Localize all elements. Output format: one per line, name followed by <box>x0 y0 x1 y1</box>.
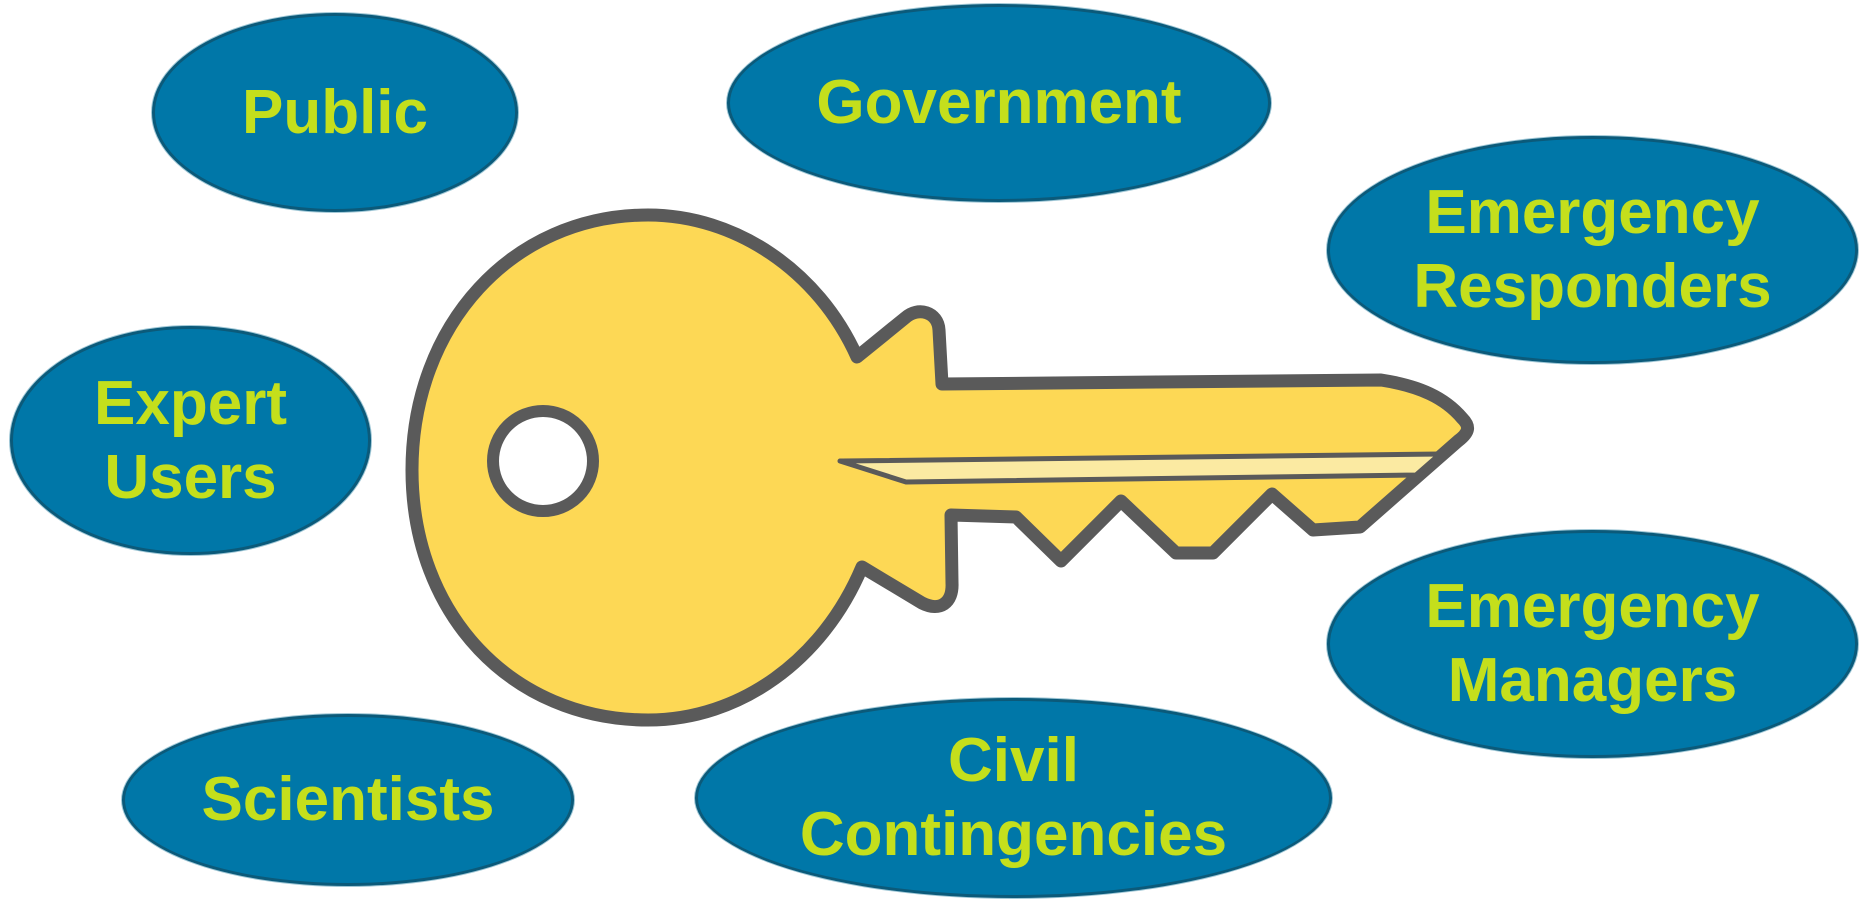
key-groove <box>837 451 1443 485</box>
stakeholder-label: Government <box>816 68 1182 137</box>
stakeholder-emergency-responders: Emergency Responders <box>1327 136 1858 364</box>
stakeholder-label: Scientists <box>201 765 495 834</box>
stakeholder-label: Civil Contingencies <box>799 726 1228 869</box>
stakeholder-label: Public <box>241 77 429 147</box>
stakeholder-label: Emergency Responders <box>1413 178 1772 321</box>
stakeholder-label: Expert Users <box>94 368 287 512</box>
stakeholder-expert-users: Expert Users <box>10 326 371 555</box>
stakeholder-label: Emergency Managers <box>1425 572 1760 715</box>
stakeholder-government: Government <box>727 4 1271 202</box>
stakeholder-civil-contingencies: Civil Contingencies <box>695 698 1332 898</box>
stakeholder-scientists: Scientists <box>122 714 574 886</box>
stakeholder-emergency-managers: Emergency Managers <box>1327 530 1858 758</box>
key-hole <box>487 405 599 517</box>
stakeholder-public: Public <box>152 13 518 212</box>
